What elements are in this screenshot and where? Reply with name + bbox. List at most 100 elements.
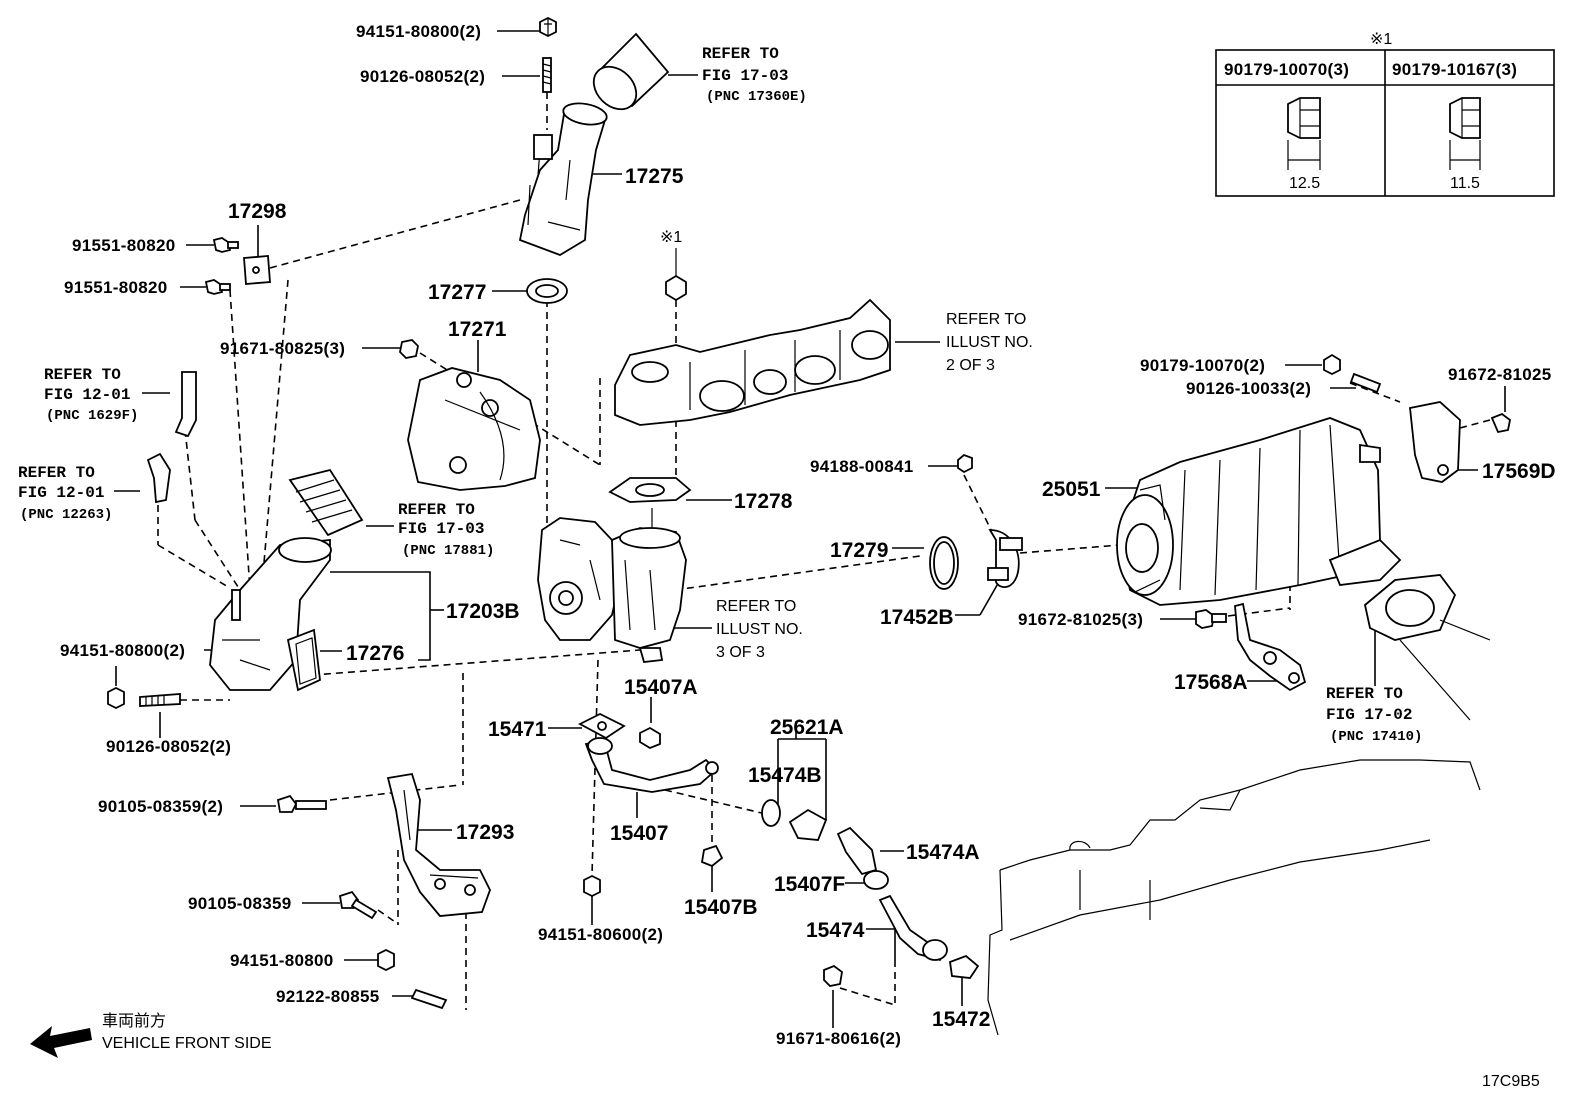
refer-fig-17-02: REFER TO FIG 17-02 (PNC 17410) bbox=[1326, 685, 1422, 745]
nut-94188-00841 bbox=[957, 453, 973, 474]
nut-94151-80800-top bbox=[539, 16, 557, 38]
gasket-17277 bbox=[526, 278, 568, 304]
label-90179-10070: 90179-10070(2) bbox=[1140, 356, 1265, 375]
hose-15474a bbox=[836, 826, 878, 876]
bolt-15407a bbox=[639, 726, 661, 750]
dashed-connectors bbox=[157, 92, 1491, 1010]
ref-line: FIG 12-01 bbox=[44, 386, 130, 404]
table-col1-head: 90179-10070(3) bbox=[1224, 60, 1349, 79]
refer-fig-17-03-a: REFER TO FIG 17-03 (PNC 17360E) bbox=[702, 45, 807, 105]
label-91551-80820-a: 91551-80820 bbox=[72, 236, 176, 255]
label-15474b: 15474B bbox=[748, 764, 822, 787]
converter-25051 bbox=[1116, 417, 1402, 606]
ref-line: FIG 17-03 bbox=[398, 520, 484, 538]
clip-15474b bbox=[761, 799, 781, 827]
label-17298: 17298 bbox=[228, 200, 287, 223]
nut-icon-col2 bbox=[1449, 97, 1481, 170]
bolt-90105-08359 bbox=[338, 890, 378, 920]
label-90126-08052-mid: 90126-08052(2) bbox=[106, 737, 231, 756]
nut-94151-80800-mid bbox=[107, 686, 125, 710]
label-17203b: 17203B bbox=[446, 600, 520, 623]
table-col2-dim: 11.5 bbox=[1450, 175, 1480, 192]
label-17275: 17275 bbox=[625, 165, 684, 188]
bracket-17298 bbox=[243, 255, 271, 285]
elbow-17203b bbox=[209, 537, 332, 691]
bolt-91671-80825 bbox=[399, 339, 419, 359]
ring-17279 bbox=[929, 536, 959, 590]
table-col2-head: 90179-10167(3) bbox=[1392, 60, 1517, 79]
label-94151-80800-mid: 94151-80800(2) bbox=[60, 641, 185, 660]
bracket-17568a bbox=[1234, 602, 1307, 692]
refer-illust-3-of-3: REFER TO ILLUST NO. 3 OF 3 bbox=[716, 598, 803, 661]
ref-line: FIG 12-01 bbox=[18, 484, 104, 502]
ref-line: (PNC 17881) bbox=[402, 543, 494, 559]
ref-line: REFER TO bbox=[18, 464, 95, 482]
label-15474: 15474 bbox=[806, 919, 865, 942]
table-mark: ※1 bbox=[1370, 31, 1392, 48]
illust-line: REFER TO bbox=[716, 598, 796, 615]
gasket-17278 bbox=[608, 477, 692, 503]
ref-line: (PNC 17410) bbox=[1330, 729, 1422, 745]
bolt-90105-08359-2 bbox=[276, 794, 327, 813]
label-90105-08359: 90105-08359 bbox=[188, 894, 292, 913]
stud-90126-10033 bbox=[1349, 372, 1382, 394]
illust-line: ILLUST NO. bbox=[716, 621, 803, 638]
label-17277: 17277 bbox=[428, 281, 486, 304]
label-94151-80800: 94151-80800 bbox=[230, 951, 334, 970]
label-15474a: 15474A bbox=[906, 841, 980, 864]
ref-line: REFER TO bbox=[44, 366, 121, 384]
exhaust-manifold bbox=[614, 298, 891, 426]
label-91551-80820-b: 91551-80820 bbox=[64, 278, 168, 297]
label-17293: 17293 bbox=[456, 821, 514, 844]
label-94151-80800-top: 94151-80800(2) bbox=[356, 22, 481, 41]
front-arrow-icon bbox=[30, 1026, 92, 1058]
label-91671-80616: 91671-80616(2) bbox=[776, 1029, 901, 1048]
label-15407: 15407 bbox=[610, 822, 668, 845]
refer-fig-17-03-b: REFER TO FIG 17-03 (PNC 17881) bbox=[398, 501, 494, 559]
label-91672-81025-3: 91672-81025(3) bbox=[1018, 610, 1143, 629]
label-15407a: 15407A bbox=[624, 676, 698, 699]
engine-block-outline bbox=[987, 759, 1481, 1036]
stud-90126-08052-mid bbox=[139, 693, 181, 707]
ref-line: REFER TO bbox=[702, 45, 779, 63]
label-17278: 17278 bbox=[734, 490, 793, 513]
illust-line: REFER TO bbox=[946, 311, 1026, 328]
gasket-17276 bbox=[286, 628, 321, 692]
bolt-91672-81025 bbox=[1490, 412, 1511, 434]
bolt-91551-80820-b bbox=[204, 279, 231, 295]
label-17569d: 17569D bbox=[1482, 460, 1556, 483]
ref-line: (PNC 1629F) bbox=[46, 408, 138, 424]
clamp-17452b bbox=[987, 529, 1023, 588]
label-note1: ※1 bbox=[660, 229, 682, 246]
label-17568a: 17568A bbox=[1174, 671, 1248, 694]
nut-icon-col1 bbox=[1287, 97, 1321, 170]
hose-25621a bbox=[788, 808, 828, 841]
stay-15471 bbox=[578, 712, 626, 740]
label-90126-10033: 90126-10033(2) bbox=[1186, 379, 1311, 398]
label-17452b: 17452B bbox=[880, 606, 954, 629]
refer-illust-2-of-3: REFER TO ILLUST NO. 2 OF 3 bbox=[946, 311, 1033, 374]
ref-line: REFER TO bbox=[1326, 685, 1403, 703]
table-col1-dim: 12.5 bbox=[1289, 175, 1320, 192]
label-91671-80825: 91671-80825(3) bbox=[220, 339, 345, 358]
hose-12263 bbox=[146, 452, 171, 504]
bolt-91671-80616 bbox=[823, 964, 843, 987]
nut-94151-80800-low bbox=[377, 948, 395, 972]
label-15407b: 15407B bbox=[684, 896, 758, 919]
label-17271: 17271 bbox=[448, 318, 507, 341]
turbocharger bbox=[537, 508, 687, 663]
ref-line: (PNC 17360E) bbox=[706, 89, 807, 105]
ref-line: FIG 17-02 bbox=[1326, 706, 1412, 724]
label-15407f: 15407F bbox=[774, 873, 845, 896]
leader-lines bbox=[114, 30, 1506, 1028]
label-17279: 17279 bbox=[830, 539, 888, 562]
label-91672-81025: 91672-81025 bbox=[1448, 365, 1552, 384]
ref-line: FIG 17-03 bbox=[702, 67, 788, 85]
front-label-jp: 車両前方 bbox=[102, 1011, 166, 1030]
refer-fig-12-01-b: REFER TO FIG 12-01 (PNC 12263) bbox=[18, 464, 112, 523]
hose-end-17360e bbox=[592, 32, 670, 111]
ref-line: REFER TO bbox=[398, 501, 475, 519]
label-15471: 15471 bbox=[488, 718, 547, 741]
